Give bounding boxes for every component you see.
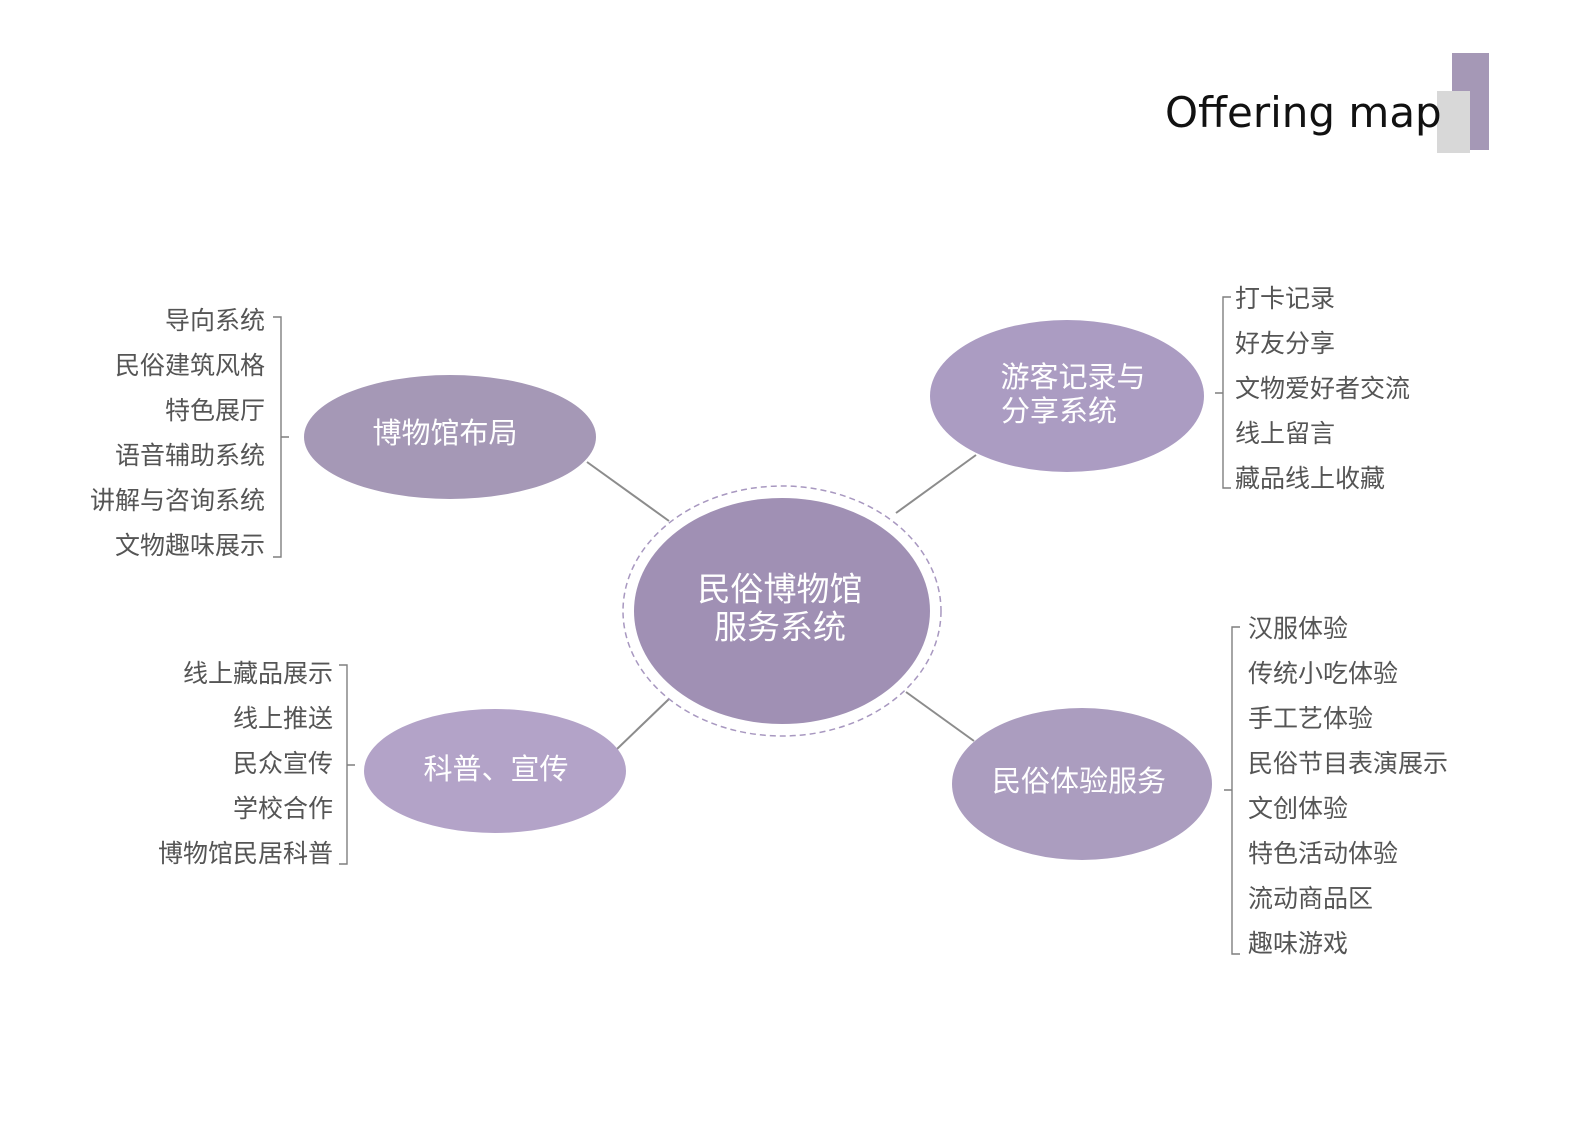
center-node-label-line-1: 民俗博物馆 [698, 570, 863, 609]
list-item: 文物趣味展示 [115, 531, 265, 560]
list-item: 文创体验 [1248, 794, 1348, 823]
list-item: 传统小吃体验 [1248, 659, 1398, 688]
connector-museum-layout [586, 461, 670, 522]
connector-science-promotion [616, 698, 670, 750]
list-item: 学校合作 [233, 794, 333, 823]
branch-label-visitor-record-line-1: 游客记录与 [1000, 360, 1145, 394]
list-item: 讲解与咨询系统 [90, 486, 265, 515]
bracket-visitor-record [1215, 296, 1231, 489]
list-item: 特色展厅 [165, 396, 265, 425]
list-item: 趣味游戏 [1248, 929, 1348, 958]
list-item: 打卡记录 [1235, 284, 1335, 313]
list-item: 导向系统 [165, 306, 265, 335]
list-item: 民众宣传 [233, 749, 333, 778]
list-item: 文物爱好者交流 [1235, 374, 1410, 403]
branch-label-visitor-record-line-2: 分享系统 [1001, 394, 1117, 428]
list-item: 博物馆民居科普 [158, 839, 333, 868]
branch-label-science-promotion: 科普、宣传 [423, 752, 568, 786]
branch-label-folk-experience: 民俗体验服务 [992, 764, 1166, 798]
branch-node-museum-layout [304, 375, 596, 499]
list-item: 民俗建筑风格 [115, 351, 265, 380]
list-item: 线上留言 [1235, 419, 1335, 448]
list-item: 汉服体验 [1248, 614, 1348, 643]
page-title: Offering map [1165, 88, 1442, 137]
connector-visitor-record [895, 454, 977, 514]
branch-node-folk-experience [952, 708, 1212, 860]
items-museum-layout: 导向系统 民俗建筑风格 特色展厅 语音辅助系统 讲解与咨询系统 文物趣味展示 [90, 306, 265, 560]
list-item: 特色活动体验 [1248, 839, 1398, 868]
title-gray-block [1437, 91, 1470, 153]
branch-label-museum-layout: 博物馆布局 [372, 416, 517, 450]
list-item: 语音辅助系统 [115, 441, 265, 470]
list-item: 线上推送 [233, 704, 333, 733]
branch-node-science-promotion [364, 709, 626, 833]
connector-folk-experience [905, 691, 975, 742]
list-item: 流动商品区 [1248, 884, 1373, 913]
list-item: 藏品线上收藏 [1235, 464, 1385, 493]
list-item: 线上藏品展示 [183, 659, 333, 688]
branch-node-visitor-record [930, 320, 1204, 472]
items-visitor-record: 打卡记录 好友分享 文物爱好者交流 线上留言 藏品线上收藏 [1235, 284, 1410, 493]
bracket-science-promotion [339, 664, 355, 865]
items-science-promotion: 线上藏品展示 线上推送 民众宣传 学校合作 博物馆民居科普 [158, 659, 333, 868]
list-item: 民俗节目表演展示 [1248, 749, 1448, 778]
center-node [634, 498, 930, 724]
list-item: 手工艺体验 [1248, 704, 1373, 733]
bracket-folk-experience [1224, 626, 1240, 955]
list-item: 好友分享 [1235, 329, 1335, 358]
bracket-museum-layout [273, 316, 289, 558]
center-node-label-line-2: 服务系统 [714, 608, 846, 647]
center-node-halo [622, 485, 942, 737]
items-folk-experience: 汉服体验 传统小吃体验 手工艺体验 民俗节目表演展示 文创体验 特色活动体验 流… [1248, 614, 1448, 958]
